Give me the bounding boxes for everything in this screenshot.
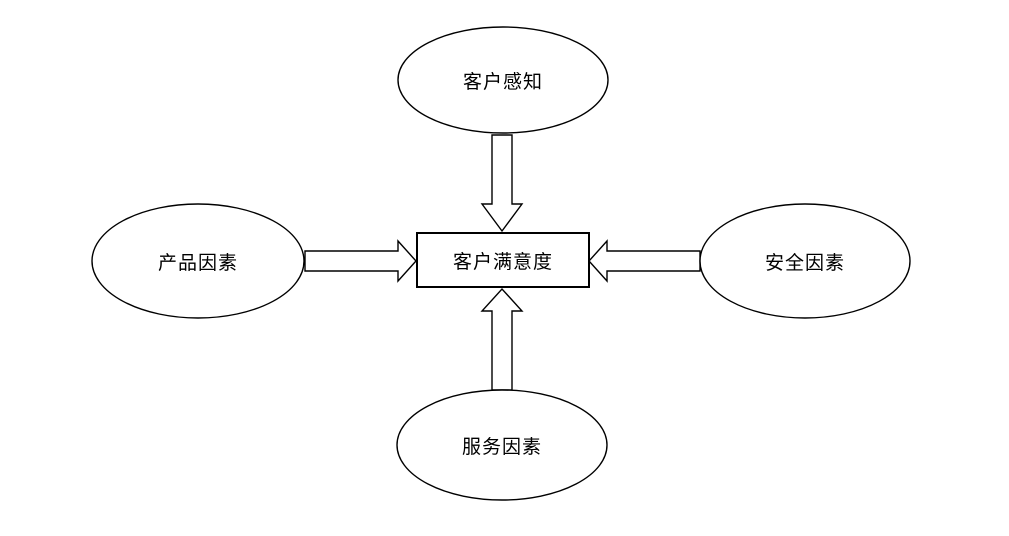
customer-satisfaction-box xyxy=(416,232,590,288)
service-factors-ellipse xyxy=(396,389,608,501)
arrow-from-left xyxy=(304,239,417,283)
safety-factors-ellipse xyxy=(699,203,911,319)
product-factors-ellipse xyxy=(91,203,305,319)
arrow-from-bottom xyxy=(480,287,524,391)
arrow-from-right xyxy=(588,239,701,283)
customer-perception-ellipse xyxy=(397,26,609,134)
arrow-from-top xyxy=(480,134,524,233)
